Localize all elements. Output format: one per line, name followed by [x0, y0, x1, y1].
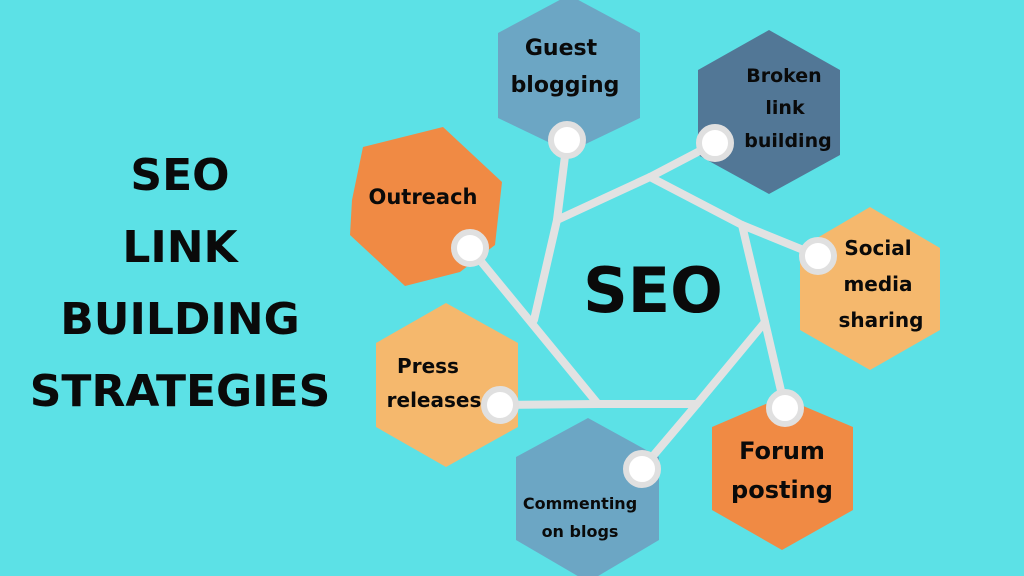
title-line: SEO: [130, 150, 229, 201]
svg-text:posting: posting: [731, 476, 833, 504]
node-forum-posting: [766, 389, 804, 427]
title-line: BUILDING: [60, 294, 300, 345]
svg-text:Social: Social: [844, 236, 911, 260]
svg-text:blogging: blogging: [511, 73, 620, 98]
hex-broken-link-building: [698, 30, 840, 194]
svg-text:on blogs: on blogs: [542, 522, 619, 541]
node-outreach: [451, 229, 489, 267]
label-guest-blogging: Guest blogging: [511, 36, 620, 98]
diagram-title: SEO LINK BUILDING STRATEGIES: [30, 150, 331, 417]
svg-text:Guest: Guest: [525, 36, 598, 61]
svg-text:sharing: sharing: [839, 308, 924, 332]
hex-press-releases: [376, 303, 518, 467]
node-press-releases: [481, 386, 519, 424]
svg-text:media: media: [843, 272, 912, 296]
connector-web: [466, 136, 822, 473]
node-broken-link-building: [696, 124, 734, 162]
svg-text:Forum: Forum: [739, 437, 825, 465]
hex-forum-posting: [712, 397, 853, 550]
svg-text:building: building: [744, 130, 831, 152]
svg-text:link: link: [765, 97, 805, 119]
svg-text:Commenting: Commenting: [523, 494, 637, 513]
hex-commenting-on-blogs: [516, 418, 659, 576]
node-commenting-on-blogs: [623, 450, 661, 488]
title-line: LINK: [122, 222, 239, 273]
node-guest-blogging: [548, 121, 586, 159]
label-press-releases: Press releases: [387, 354, 482, 412]
node-social-media-sharing: [799, 237, 837, 275]
hex-guest-blogging: [498, 0, 640, 152]
label-commenting-on-blogs: Commenting on blogs: [523, 494, 637, 541]
label-forum-posting: Forum posting: [731, 437, 833, 504]
svg-text:Broken: Broken: [746, 65, 821, 87]
center-seo-label: SEO: [583, 254, 723, 327]
title-line: STRATEGIES: [30, 366, 331, 417]
svg-text:Outreach: Outreach: [368, 185, 477, 209]
label-outreach: Outreach: [368, 185, 477, 209]
label-broken-link-building: Broken link building: [744, 65, 831, 152]
svg-text:Press: Press: [397, 354, 459, 378]
label-social-media-sharing: Social media sharing: [839, 236, 924, 332]
svg-text:releases: releases: [387, 388, 482, 412]
